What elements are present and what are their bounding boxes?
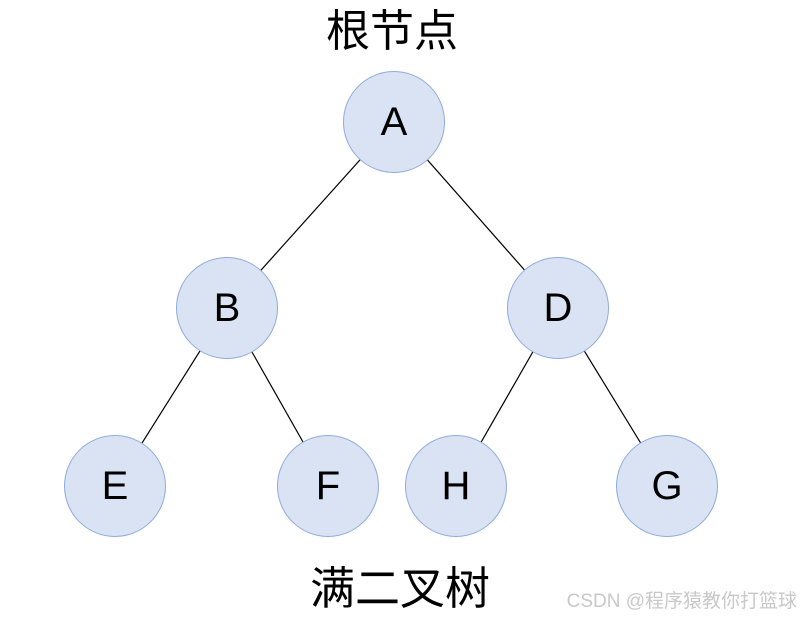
csdn-watermark: CSDN @程序猿教你打篮球 <box>566 591 797 612</box>
diagram-title: 满二叉树 <box>309 563 491 614</box>
tree-node-G: G <box>616 435 718 537</box>
tree-node-E-label: E <box>101 463 129 508</box>
tree-node-A-label: A <box>380 99 408 144</box>
tree-node-H-label: H <box>441 463 471 508</box>
root-node-caption: 根节点 <box>326 7 458 56</box>
tree-node-B-label: B <box>213 285 241 330</box>
tree-node-A: A <box>343 71 445 173</box>
tree-node-B: B <box>176 257 278 359</box>
tree-node-F-label: F <box>315 463 341 508</box>
tree-node-D: D <box>507 257 609 359</box>
tree-node-D-label: D <box>543 285 573 330</box>
tree-node-F: F <box>277 435 379 537</box>
tree-node-H: H <box>405 435 507 537</box>
tree-node-G-label: G <box>651 463 683 508</box>
tree-node-E: E <box>64 435 166 537</box>
